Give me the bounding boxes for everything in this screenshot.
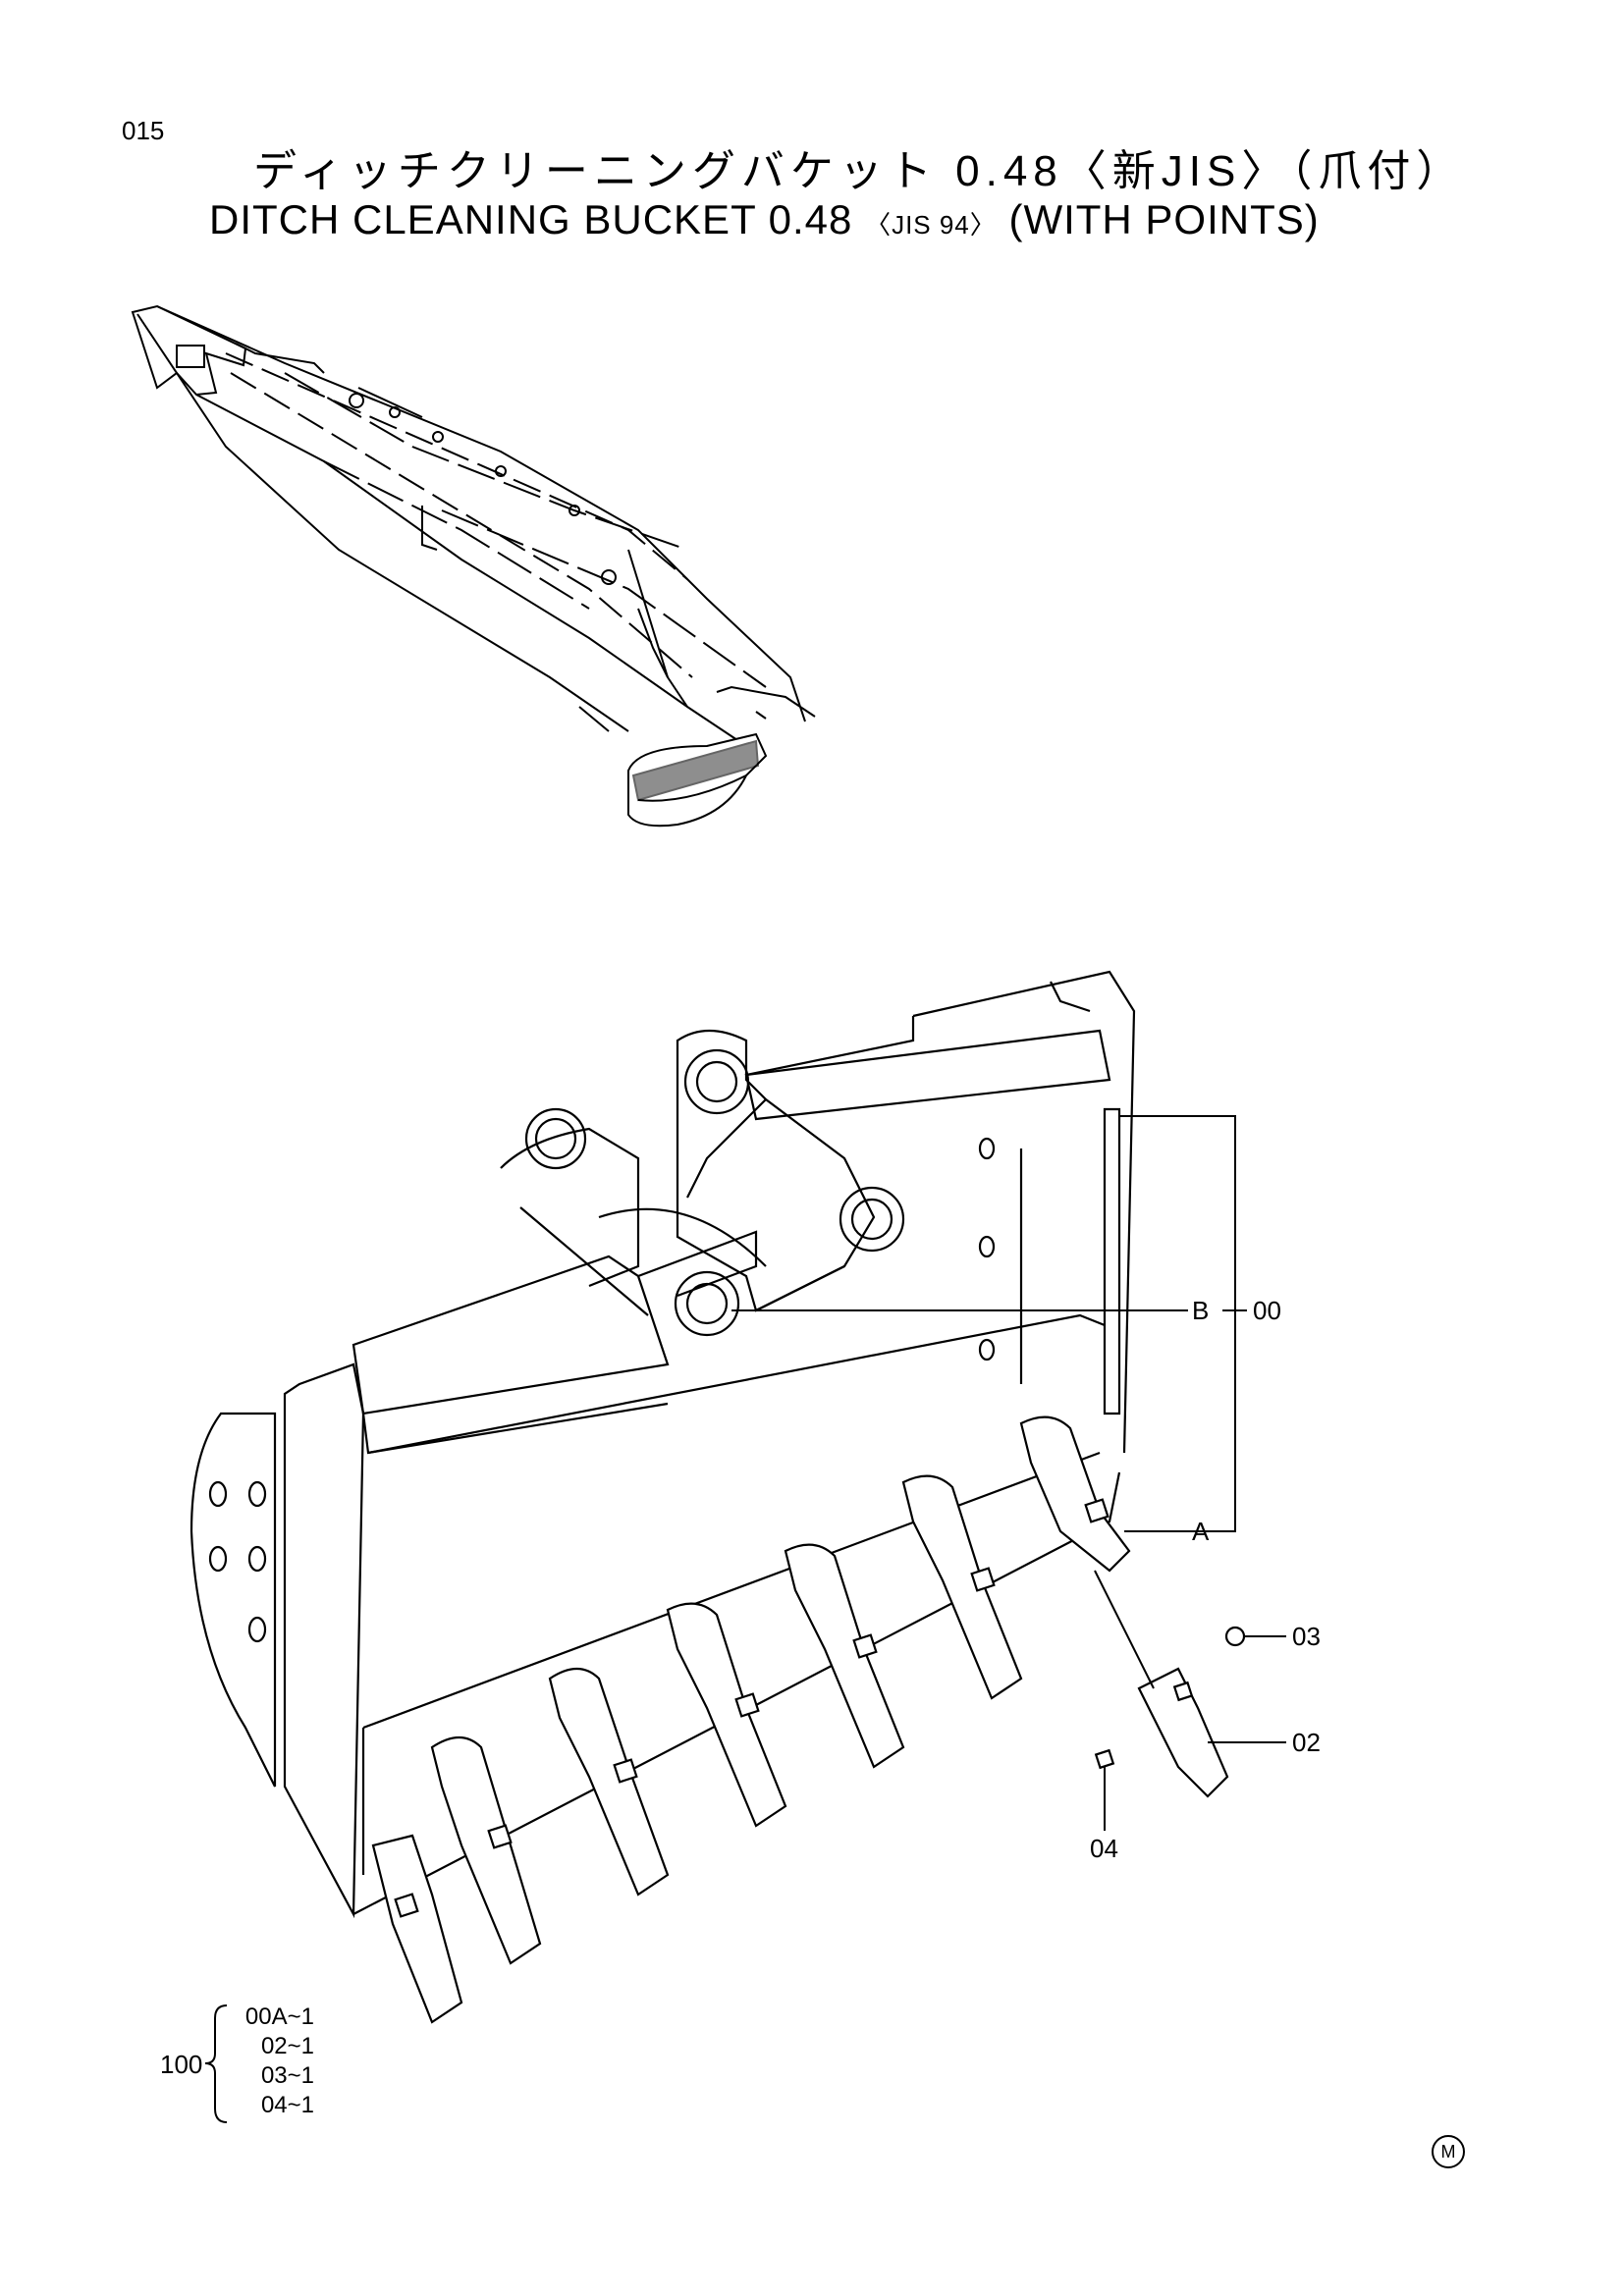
manufacturer-mark: M bbox=[1432, 2135, 1465, 2168]
callout-03: 03 bbox=[1292, 1622, 1321, 1651]
kit-item: 00A~1 bbox=[244, 2003, 314, 2030]
excavator-bucket-sketch bbox=[627, 732, 768, 828]
title-english-main: DITCH CLEANING BUCKET 0.48 bbox=[209, 196, 853, 242]
callout-b: B bbox=[1192, 1296, 1210, 1325]
title-english-suffix: (WITH POINTS) bbox=[1008, 196, 1320, 242]
kit-item: 04~1 bbox=[260, 2092, 314, 2118]
kit-item: 03~1 bbox=[260, 2062, 314, 2089]
kit-number: 100 bbox=[160, 2050, 203, 2079]
title-english: DITCH CLEANING BUCKET 0.48 〈JIS 94〉 (WIT… bbox=[209, 196, 1320, 243]
title-japanese: ディッチクリーニングバケット 0.48〈新JIS〉（爪付） bbox=[253, 147, 1466, 195]
callout-04: 04 bbox=[1090, 1834, 1118, 1863]
callout-a: A bbox=[1192, 1517, 1210, 1546]
page-number: 015 bbox=[122, 116, 165, 145]
exploded-tooth bbox=[1094, 1626, 1246, 1798]
callout-02: 02 bbox=[1292, 1728, 1321, 1757]
bucket-teeth bbox=[371, 1415, 1131, 2024]
kit-brace bbox=[204, 2004, 228, 2123]
excavator-arm-sketch bbox=[131, 304, 816, 747]
title-english-standard: 〈JIS 94〉 bbox=[865, 210, 997, 240]
bucket-main-drawing bbox=[189, 970, 1136, 1919]
kit-item-list: 00A~1 02~1 03~1 04~1 bbox=[230, 2002, 314, 2120]
kit-item: 02~1 bbox=[260, 2033, 314, 2059]
callout-lines bbox=[731, 1115, 1286, 1831]
callout-00: 00 bbox=[1253, 1296, 1281, 1325]
